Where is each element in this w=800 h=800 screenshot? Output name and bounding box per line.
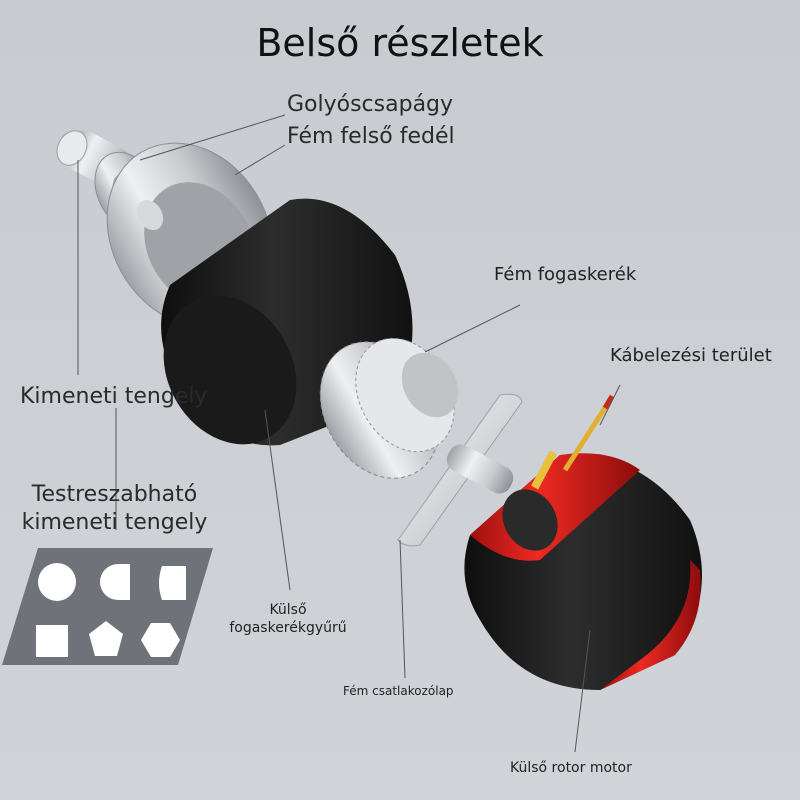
label-bearing: Golyóscsapágy bbox=[287, 92, 454, 117]
label-ring-gear-line1: Külső bbox=[269, 602, 307, 618]
d-shape-icon bbox=[99, 563, 130, 600]
motor-shaft-part bbox=[446, 444, 514, 494]
label-top-cover: Fém felső fedél bbox=[287, 124, 455, 149]
label-custom-shaft-line1: Testreszabható bbox=[31, 482, 198, 507]
label-ring-gear-line2: fogaskerékgyűrű bbox=[229, 620, 347, 636]
double-d-shape-icon bbox=[159, 566, 186, 600]
leader-lines bbox=[77, 114, 621, 753]
cable-part bbox=[562, 394, 615, 472]
label-output-shaft: Kimeneti tengely bbox=[20, 384, 208, 409]
square-shape-icon bbox=[36, 625, 68, 657]
page-title: Belső részletek bbox=[256, 21, 544, 65]
label-rotor-motor: Külső rotor motor bbox=[510, 760, 632, 776]
hexagon-shape-icon bbox=[141, 623, 180, 657]
rotor-motor-part bbox=[464, 450, 702, 690]
circle-shape-icon bbox=[38, 563, 76, 601]
label-connector-plate: Fém csatlakozólap bbox=[343, 684, 454, 698]
shaft-shape-panel bbox=[2, 548, 213, 665]
metal-gear-part bbox=[319, 337, 459, 479]
label-metal-gear: Fém fogaskerék bbox=[494, 264, 637, 285]
label-wiring-area: Kábelezési terület bbox=[610, 345, 772, 366]
pentagon-shape-icon bbox=[89, 621, 123, 656]
label-custom-shaft-line2: kimeneti tengely bbox=[21, 510, 208, 535]
